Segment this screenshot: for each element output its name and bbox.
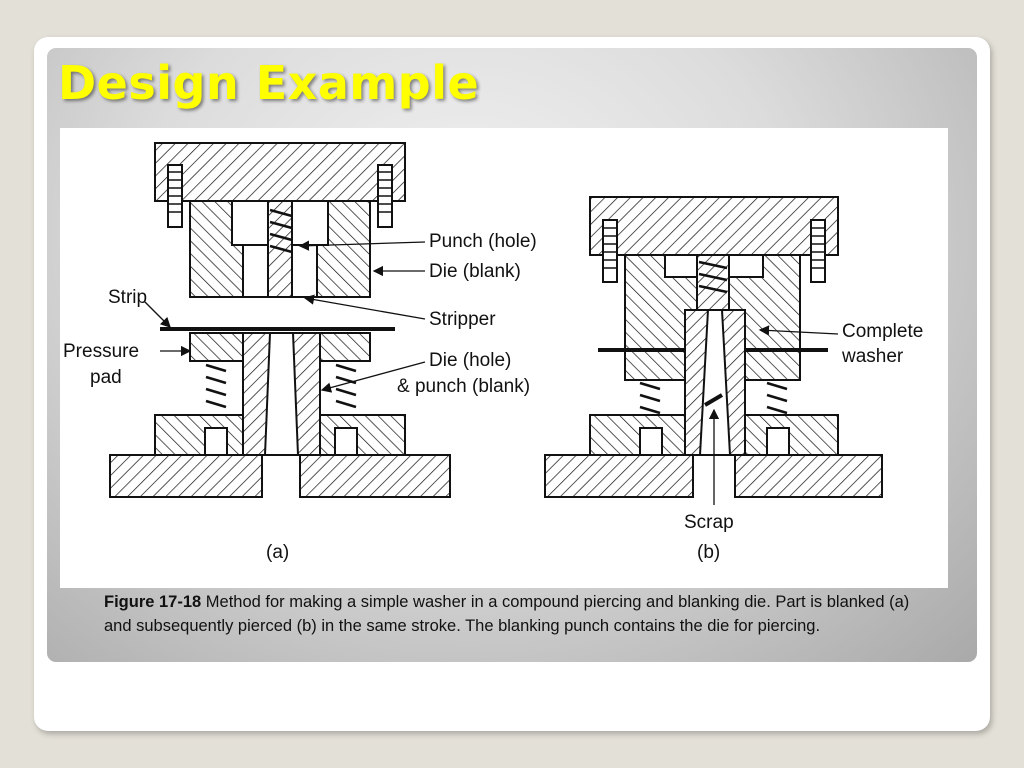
label-scrap: Scrap xyxy=(684,512,734,533)
base-right-b xyxy=(734,454,883,498)
lower-block-right-b xyxy=(744,414,839,456)
label-panel-a: (a) xyxy=(266,542,289,563)
label-punch-hole: Punch (hole) xyxy=(429,231,537,252)
upper-shoe-b xyxy=(589,196,839,256)
label-stripper: Stripper xyxy=(429,309,496,330)
label-pad: pad xyxy=(90,367,122,388)
scrap-slug xyxy=(703,393,724,407)
figure-number: Figure 17-18 xyxy=(104,593,202,611)
base-right-a xyxy=(299,454,451,498)
caption-text: Method for making a simple washer in a c… xyxy=(104,593,910,635)
spring-upper-a xyxy=(269,208,293,254)
label-strip: Strip xyxy=(108,287,147,308)
lower-block-left-b xyxy=(589,414,686,456)
pressure-pad-left-a xyxy=(189,332,244,362)
figure-caption: Figure 17-18 Method for making a simple … xyxy=(104,590,924,638)
bolt-right-b xyxy=(810,219,826,283)
pressure-pad-right-a xyxy=(319,332,371,362)
base-left-b xyxy=(544,454,694,498)
bolt-left-b xyxy=(602,219,618,283)
lower-block-left-a xyxy=(154,414,244,456)
lower-block-right-a xyxy=(319,414,406,456)
slide-title: Design Example xyxy=(58,56,480,110)
label-pressure: Pressure xyxy=(63,341,139,362)
die-diagram-figure: Punch (hole) Die (blank) Strip Stripper … xyxy=(60,128,948,588)
base-left-a xyxy=(109,454,263,498)
die-diagram: Punch (hole) Die (blank) Strip Stripper … xyxy=(63,142,923,563)
springs-lower-a xyxy=(205,363,357,409)
label-punch-blank: & punch (blank) xyxy=(397,376,530,397)
label-panel-b: (b) xyxy=(697,542,720,563)
diagram-a xyxy=(109,142,451,498)
label-complete: Complete xyxy=(842,321,923,342)
upper-shoe-a xyxy=(154,142,406,202)
label-die-blank: Die (blank) xyxy=(429,261,521,282)
diagram-b xyxy=(544,196,883,505)
label-die-hole: Die (hole) xyxy=(429,350,511,371)
label-washer: washer xyxy=(841,346,904,367)
